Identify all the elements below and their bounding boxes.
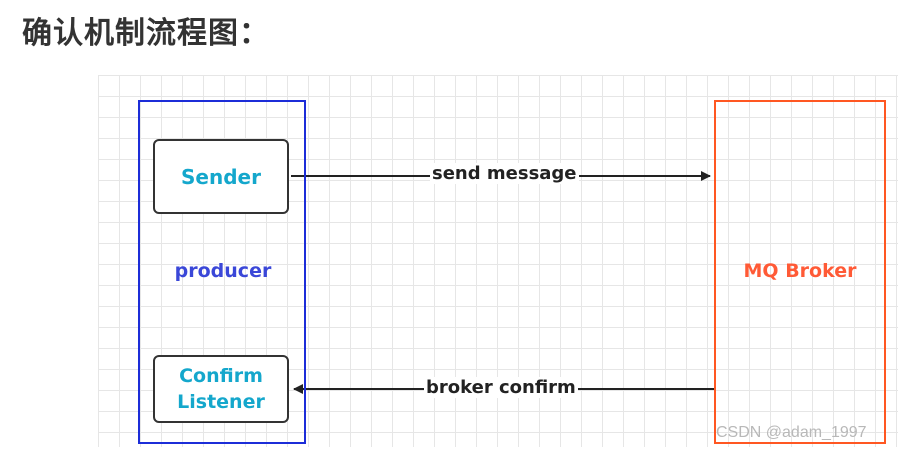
diagram-grid-background [98,75,898,447]
producer-box [138,100,306,444]
producer-label: producer [174,260,272,282]
send-message-label: send message [430,163,579,184]
mq-broker-label: MQ Broker [743,260,857,282]
mq-broker-box [714,100,886,444]
sender-label: Sender [181,164,261,189]
confirm-listener-line1: Confirm [179,365,263,387]
confirm-listener-box: Confirm Listener [153,355,289,423]
broker-confirm-label: broker confirm [424,377,578,398]
sender-box: Sender [153,139,289,214]
confirm-listener-line2: Listener [177,391,265,413]
confirm-listener-label: Confirm Listener [177,363,265,415]
watermark: CSDN @adam_1997 [716,424,867,441]
page-title: 确认机制流程图： [22,16,270,51]
